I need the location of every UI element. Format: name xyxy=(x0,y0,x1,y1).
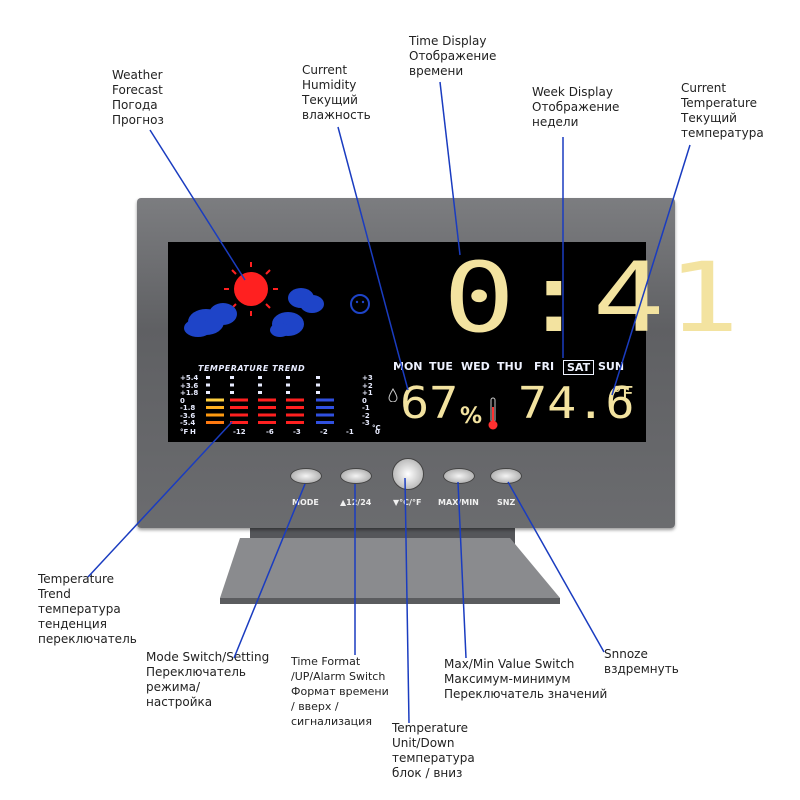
time-display: 0:41 xyxy=(443,242,742,354)
cloud-icon xyxy=(270,288,324,337)
trend-segment xyxy=(258,398,276,402)
trend-segment xyxy=(258,421,276,424)
trend-segment xyxy=(316,406,334,409)
snooze-button-label: SNZ xyxy=(497,498,516,507)
trend-axis-right-unit: °C xyxy=(372,424,381,432)
weekday-tue: TUE xyxy=(429,360,453,373)
trend-segment xyxy=(286,398,304,402)
sun-icon xyxy=(224,262,278,316)
trend-hour-label: -12 xyxy=(233,428,246,436)
trend-hour-label: -2 xyxy=(320,428,328,436)
trend-segment xyxy=(286,376,290,379)
trend-segment xyxy=(206,421,224,424)
trend-tick-left: -1.8 xyxy=(180,404,196,412)
trend-segment xyxy=(206,406,224,409)
trend-bars xyxy=(206,376,334,424)
max-min-button-label: MAX/MIN xyxy=(438,498,479,507)
snooze-button[interactable] xyxy=(490,468,522,484)
trend-segment xyxy=(258,413,276,417)
trend-segment xyxy=(286,383,290,387)
trend-segment xyxy=(206,391,210,394)
trend-tick-left: +3.6 xyxy=(180,381,199,390)
trend-segment xyxy=(206,383,210,387)
temp-unit-button-label: ▼°C/°F xyxy=(393,498,422,507)
weekday-mon: MON xyxy=(393,360,423,373)
trend-segment xyxy=(230,376,234,379)
max-min-button[interactable] xyxy=(443,468,475,484)
humidity-value: 67 xyxy=(400,378,459,429)
thermometer-icon xyxy=(488,397,498,430)
callout-temperature-trend: Temperature Trend температура тенденция … xyxy=(38,572,137,646)
trend-segment xyxy=(230,391,234,394)
trend-hour-label: -1 xyxy=(346,428,354,436)
trend-tick-right: 0 xyxy=(362,396,367,405)
trend-segment xyxy=(206,413,224,417)
trend-tick-left: -3.6 xyxy=(180,411,196,420)
trend-segment xyxy=(316,376,320,379)
trend-segment xyxy=(316,398,334,402)
trend-segment xyxy=(230,413,248,417)
trend-segment xyxy=(258,376,262,379)
trend-segment xyxy=(258,391,262,394)
weekday-wed: WED xyxy=(461,360,490,373)
trend-hour-label: -3 xyxy=(293,428,301,436)
trend-segment xyxy=(258,383,262,387)
humidity-drop-icon xyxy=(388,388,398,402)
temperature-unit: °F xyxy=(612,382,634,406)
time-format-button[interactable] xyxy=(340,468,372,484)
callout-snooze: Snnoze вздремнуть xyxy=(604,647,679,676)
callout-current-temperature: Current Temperature Текущий температура xyxy=(681,81,764,140)
trend-tick-right: -3 xyxy=(362,419,370,427)
humidity-unit: % xyxy=(460,404,483,429)
trend-hour-label: -6 xyxy=(266,428,274,436)
callout-week-display: Week Display Отображение недели xyxy=(532,85,620,129)
trend-segment xyxy=(316,413,334,417)
callout-temperature-unit: Temperature Unit/Down температура блок /… xyxy=(392,721,475,780)
cloud-icon xyxy=(184,303,237,337)
trend-segment xyxy=(316,421,334,424)
trend-tick-right: -1 xyxy=(362,404,370,412)
trend-segment xyxy=(316,383,320,387)
callout-time-format: Time Format /UP/Alarm Switch Формат врем… xyxy=(291,655,389,728)
trend-segment xyxy=(286,391,290,394)
trend-tick-right: -2 xyxy=(362,411,370,420)
trend-segment xyxy=(258,406,276,409)
trend-segment xyxy=(230,406,248,409)
mode-button-label: MODE xyxy=(292,498,319,507)
trend-tick-left: +5.4 xyxy=(180,374,199,382)
trend-segment xyxy=(316,391,320,394)
trend-segment xyxy=(206,376,210,379)
trend-tick-right: +1 xyxy=(362,389,373,397)
mode-button[interactable] xyxy=(290,468,322,484)
temp-unit-button[interactable] xyxy=(392,458,424,490)
callout-time-display: Time Display Отображение времени xyxy=(409,34,497,78)
trend-segment xyxy=(230,421,248,424)
trend-segment xyxy=(286,421,304,424)
trend-segment xyxy=(230,383,234,387)
weekday-sun: SUN xyxy=(598,360,625,373)
callout-max-min: Max/Min Value Switch Максимум-минимум Пе… xyxy=(444,657,608,701)
callout-weather-forecast: Weather Forecast Погода Прогноз xyxy=(112,68,164,127)
trend-tick-left: +1.8 xyxy=(180,389,199,397)
trend-hour-label: 0 xyxy=(375,428,380,436)
weekday-thu: THU xyxy=(497,360,523,373)
trend-tick-left: 0 xyxy=(180,396,185,405)
trend-segment xyxy=(230,398,248,402)
trend-segment xyxy=(206,398,224,402)
trend-title: TEMPERATURE TREND xyxy=(198,364,306,373)
time-format-button-label: ▲12/24 xyxy=(340,498,372,507)
trend-segment xyxy=(286,413,304,417)
weekday-sat: SAT xyxy=(563,360,595,375)
trend-segment xyxy=(286,406,304,409)
weekday-fri: FRI xyxy=(534,360,555,373)
weather-forecast-area xyxy=(184,262,370,337)
callout-current-humidity: Current Humidity Текущий влажность xyxy=(302,63,371,122)
moon-icon xyxy=(350,294,370,314)
